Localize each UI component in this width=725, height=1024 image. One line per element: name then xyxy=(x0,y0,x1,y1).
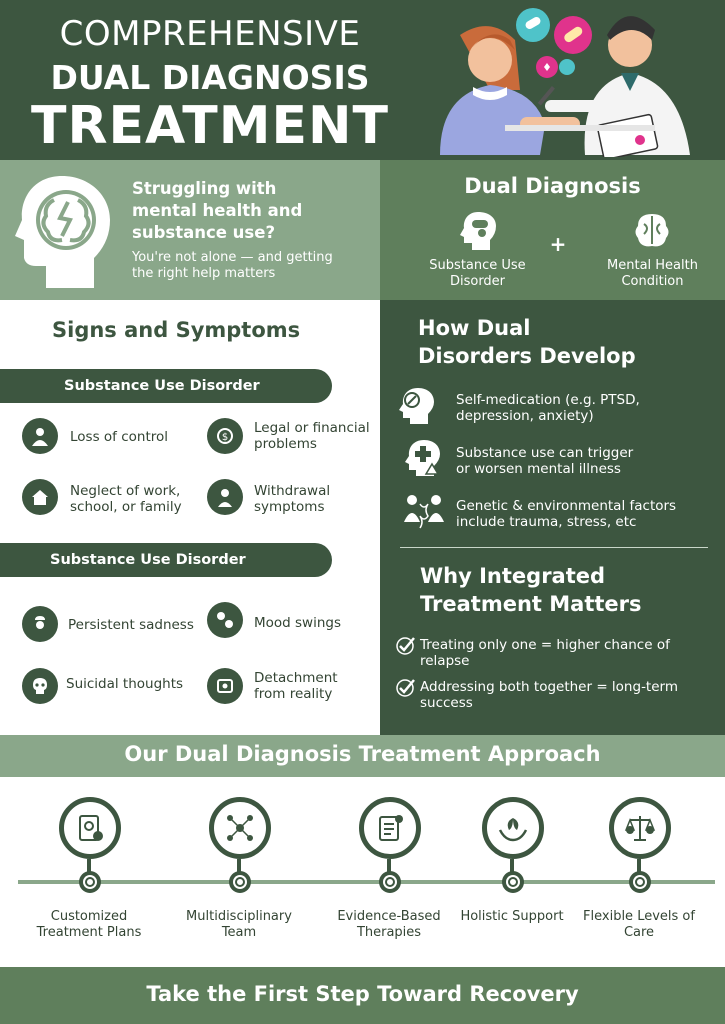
team-network-icon xyxy=(209,797,271,859)
symptom-loss-of-control: Loss of control xyxy=(70,429,169,445)
step-holistic-support: Holistic Support xyxy=(460,909,564,924)
doctor-patient-illustration xyxy=(440,8,690,157)
dual-diagnosis-panel: Dual Diagnosis Substance Use Disorder + … xyxy=(380,160,725,300)
detachment-icon xyxy=(207,668,243,704)
struggle-heading: Struggling with mental health and substa… xyxy=(132,179,303,242)
check-circle-icon xyxy=(396,679,415,697)
dual-title: Dual Diagnosis xyxy=(464,174,641,198)
group2-label: Substance Use Disorder xyxy=(0,543,332,577)
symptom-mood-swings: Mood swings xyxy=(254,615,342,631)
integrated-title: Why Integrated Treatment Matters xyxy=(420,564,642,616)
footer-cta: Take the First Step Toward Recovery xyxy=(146,982,579,1006)
head-pill-icon xyxy=(399,388,434,424)
clipboard-gear-icon xyxy=(59,797,121,859)
symptom-detachment: Detachment from reality xyxy=(254,670,338,702)
check-circle-icon xyxy=(396,637,415,655)
approach-title-bar: Our Dual Diagnosis Treatment Approach xyxy=(0,735,725,777)
integrated-item-2: Addressing both together = long-term suc… xyxy=(420,679,678,711)
head-brain-icon xyxy=(15,176,110,288)
group1-label: Substance Use Disorder xyxy=(0,369,332,403)
house-icon xyxy=(22,479,58,515)
dual-plus: + xyxy=(549,232,567,256)
integrated-item-1: Treating only one = higher chance of rel… xyxy=(420,637,670,669)
footer-cta-banner: Take the First Step Toward Recovery xyxy=(0,967,725,1024)
rain-cloud-icon xyxy=(22,606,58,642)
title-line-2: DUAL DIAGNOSIS xyxy=(50,58,370,97)
develop-item-2: Substance use can trigger or worsen ment… xyxy=(456,445,634,477)
section-divider xyxy=(400,547,708,548)
symptom-suicidal-thoughts: Suicidal thoughts xyxy=(66,676,184,692)
develop-title: How Dual Disorders Develop xyxy=(418,316,636,368)
signs-title: Signs and Symptoms xyxy=(52,318,301,342)
timeline-dot xyxy=(79,871,101,893)
book-plus-icon xyxy=(359,797,421,859)
timeline-line xyxy=(18,880,715,884)
title-line-1: COMPREHENSIVE xyxy=(59,14,361,54)
approach-timeline: Customized Treatment Plans Multidiscipli… xyxy=(0,777,725,967)
develop-item-1: Self-medication (e.g. PTSD, depression, … xyxy=(456,392,640,424)
timeline-dot xyxy=(629,871,651,893)
person-icon xyxy=(22,418,58,454)
step-multidisciplinary-team: Multidisciplinary Team xyxy=(186,909,292,940)
dual-right-label: Mental Health Condition xyxy=(607,258,698,289)
symptom-neglect: Neglect of work, school, or family xyxy=(70,483,182,515)
skull-icon xyxy=(22,668,58,704)
hands-leaf-icon xyxy=(482,797,544,859)
timeline-dot xyxy=(229,871,251,893)
approach-title: Our Dual Diagnosis Treatment Approach xyxy=(124,742,601,766)
timeline-dot xyxy=(379,871,401,893)
dual-left-label: Substance Use Disorder xyxy=(429,258,526,289)
symptom-legal-financial: Legal or financial problems xyxy=(254,420,370,452)
dna-people-icon xyxy=(404,495,444,529)
step-evidence-based: Evidence-Based Therapies xyxy=(337,909,441,940)
develop-item-3: Genetic & environmental factors include … xyxy=(456,498,677,530)
svg-text:$: $ xyxy=(222,432,228,443)
withdrawal-icon xyxy=(207,479,243,515)
mood-faces-icon xyxy=(207,602,243,638)
timeline-dot xyxy=(502,871,524,893)
step-flexible-levels: Flexible Levels of Care xyxy=(583,909,695,940)
symptom-persistent-sadness: Persistent sadness xyxy=(68,617,194,633)
brain-icon xyxy=(635,214,669,247)
struggle-subtext: You're not alone — and getting the right… xyxy=(132,250,333,281)
signs-panel: Signs and Symptoms Substance Use Disorde… xyxy=(0,300,380,735)
head-warning-icon xyxy=(405,440,440,476)
title-line-3: TREATMENT xyxy=(31,96,389,156)
balance-scale-icon xyxy=(609,797,671,859)
struggle-panel: Struggling with mental health and substa… xyxy=(0,160,380,300)
develop-panel: How Dual Disorders Develop Self-medicati… xyxy=(380,300,725,735)
symptom-withdrawal: Withdrawal symptoms xyxy=(254,483,331,515)
header-banner: COMPREHENSIVE DUAL DIAGNOSIS TREATMENT xyxy=(0,0,725,160)
head-pills-icon xyxy=(460,212,496,250)
step-customized-plans: Customized Treatment Plans xyxy=(36,909,142,940)
money-icon: $ xyxy=(207,418,243,454)
